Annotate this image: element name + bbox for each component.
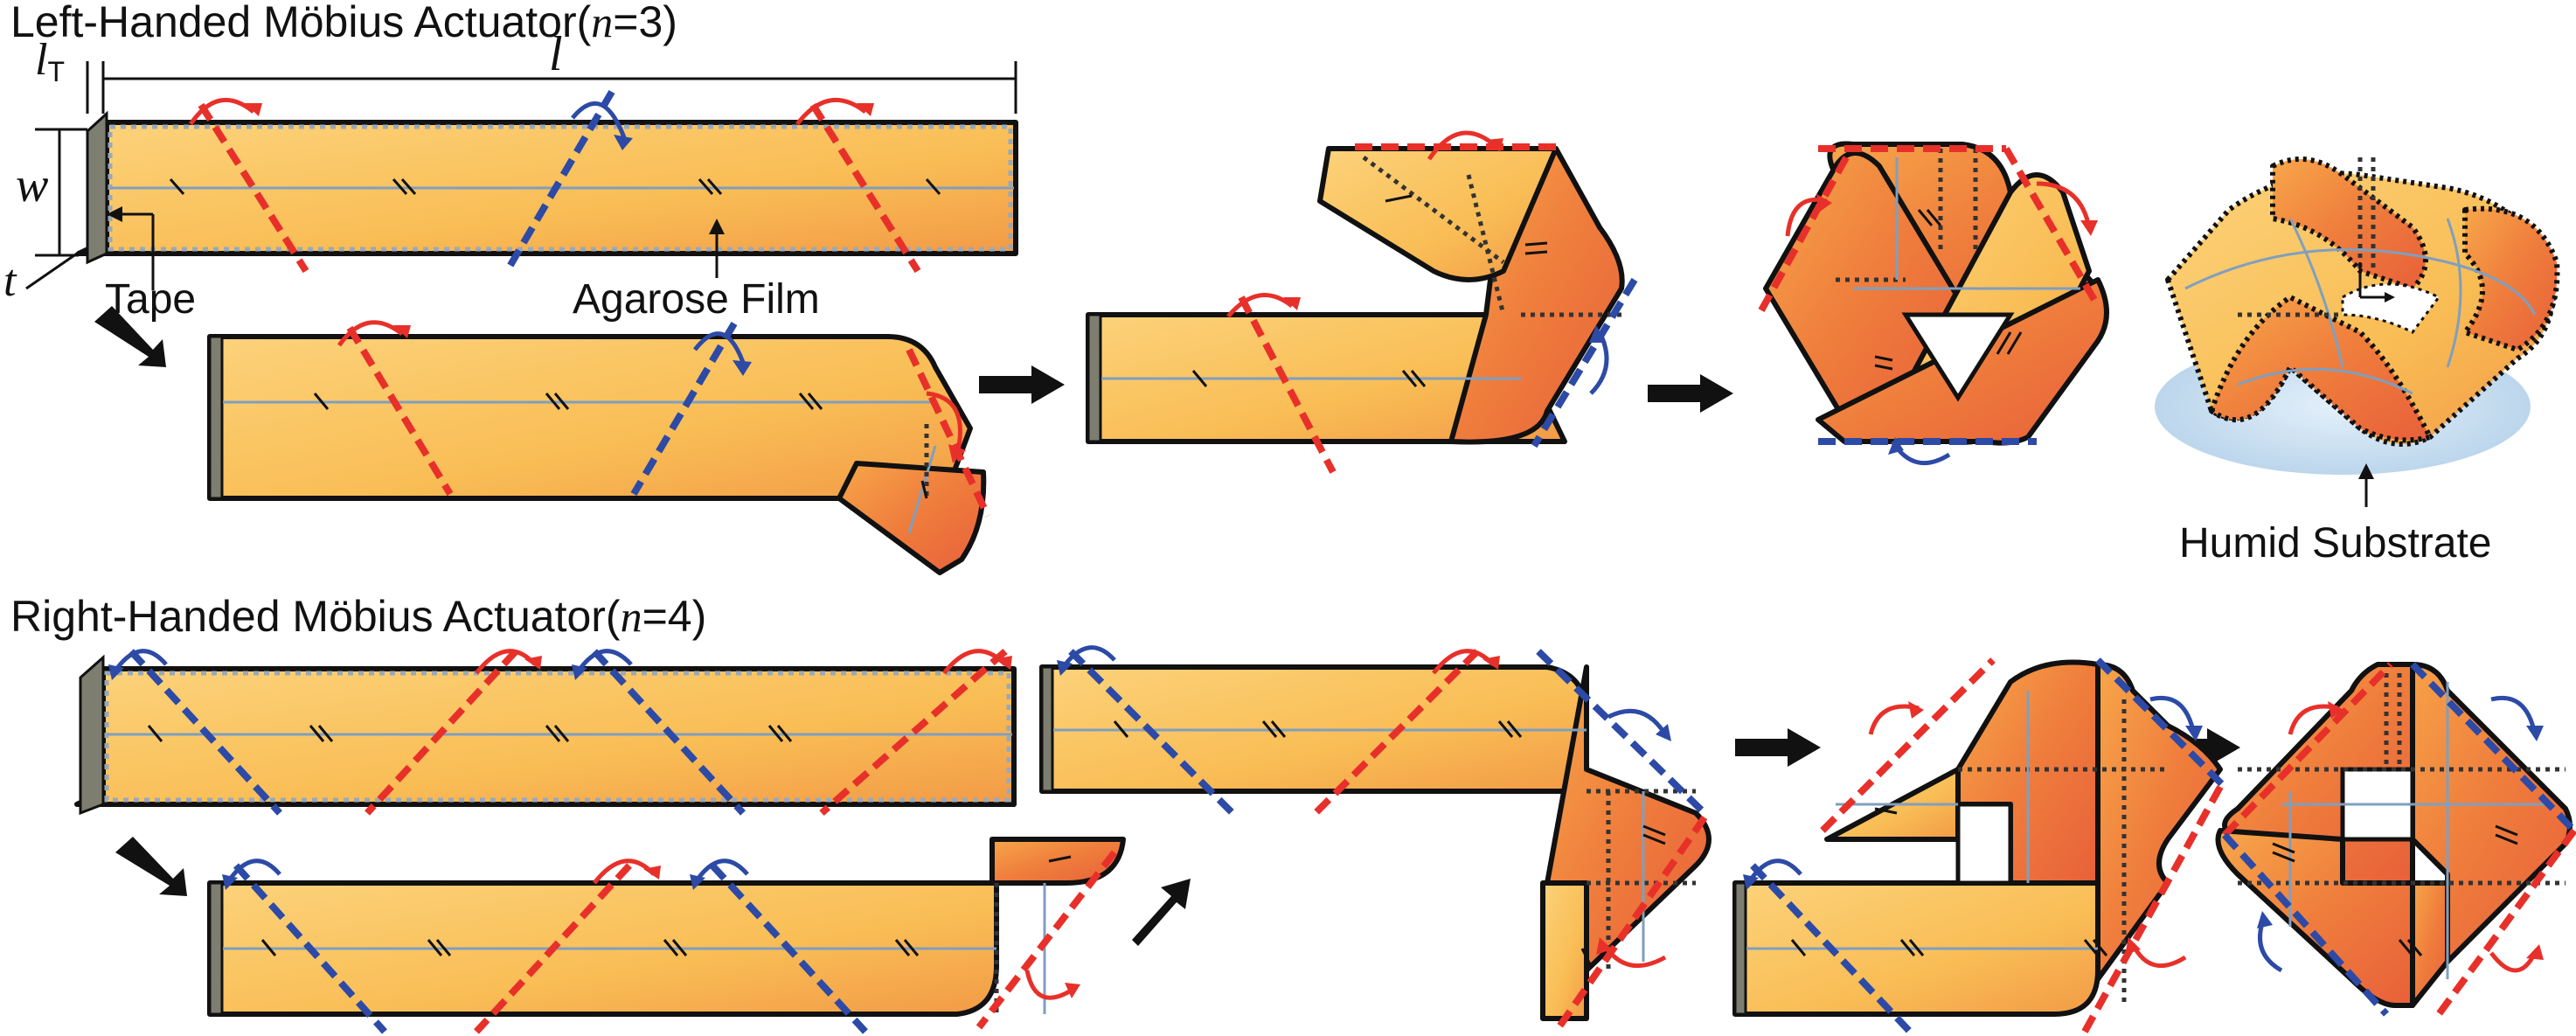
right-stage-3-shape — [1039, 645, 1712, 1034]
left-3d-on-substrate: Humid Substrate — [2155, 156, 2560, 567]
sequence-arrow — [1648, 374, 1733, 413]
right-stage-2-strip — [207, 837, 1126, 1034]
sequence-arrow — [979, 365, 1065, 404]
left-final-triangle — [1758, 141, 2109, 466]
sequence-arrow — [1735, 728, 1821, 767]
left-flat-strip: lT l w t Tape Agarose Film — [3, 27, 1018, 323]
left-title-prefix: Left-Handed Möbius Actuator( — [10, 0, 592, 46]
right-title: Right-Handed Möbius Actuator(n=4) — [10, 592, 706, 641]
l-label: l — [549, 27, 563, 81]
right-title-suffix: =4) — [642, 592, 707, 641]
dimension-annotations — [25, 61, 1017, 290]
tape-block — [86, 110, 108, 265]
sequence-arrow — [1132, 879, 1191, 946]
fold-direction-arrow — [188, 97, 255, 126]
left-stage-3-shape — [1086, 130, 1638, 474]
lT-label: lT — [35, 35, 65, 87]
fold-line-red — [809, 102, 921, 274]
lT-main: l — [35, 35, 47, 85]
fold-direction-arrow — [571, 101, 628, 141]
left-title-suffix: =3) — [613, 0, 677, 46]
agarose-film-label: Agarose Film — [573, 276, 820, 323]
left-stage-2-strip — [207, 320, 991, 575]
right-final-square — [2215, 662, 2576, 1017]
t-label: t — [3, 256, 17, 306]
sequence-arrow — [115, 837, 187, 896]
lT-sub: T — [47, 56, 65, 87]
w-label: w — [16, 158, 48, 212]
segment-ticks — [169, 178, 941, 195]
left-title-n: n — [591, 0, 613, 46]
humid-substrate-label: Humid Substrate — [2179, 520, 2492, 567]
right-title-prefix: Right-Handed Möbius Actuator( — [10, 592, 621, 641]
right-stage-4-shape — [1732, 657, 2227, 1034]
right-flat-strip — [74, 648, 1017, 817]
right-title-n: n — [621, 592, 642, 641]
left-title: Left-Handed Möbius Actuator(n=3) — [10, 0, 677, 46]
fold-direction-arrow — [795, 98, 867, 126]
sequence-arrow — [94, 306, 166, 367]
fold-line-blue — [503, 89, 615, 274]
fold-line-red — [198, 102, 309, 274]
